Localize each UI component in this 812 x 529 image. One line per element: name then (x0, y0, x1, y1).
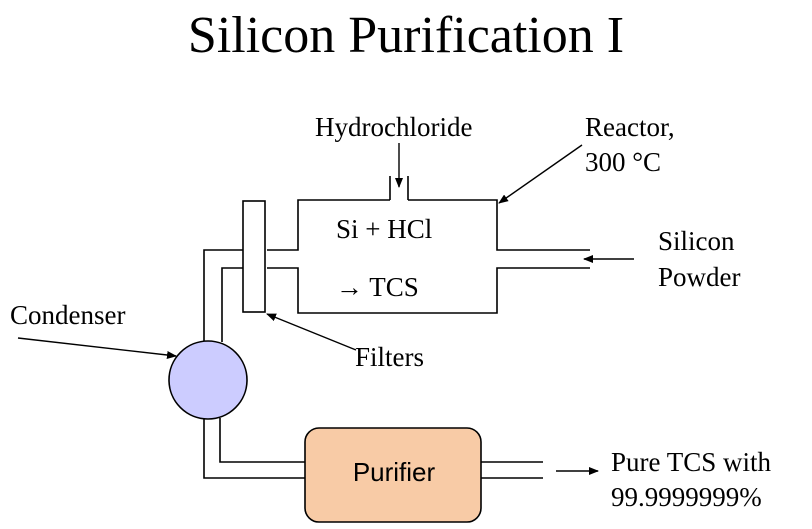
hydrochloride-label: Hydrochloride (315, 112, 473, 142)
reactor-label-line1: Reactor, (585, 112, 675, 142)
silicon-powder-label-line1: Silicon (658, 226, 735, 256)
reaction-equation-line2: → TCS (336, 272, 419, 302)
pipe-filter-to-condenser (203, 249, 243, 348)
condenser-label: Condenser (10, 300, 126, 330)
filters-pointer-arrow (266, 313, 357, 351)
reactor-pointer-arrow (498, 144, 583, 204)
slide-title: Silicon Purification I (187, 7, 625, 64)
pipe-condenser-to-purifier (203, 418, 305, 479)
filters-label: Filters (355, 342, 425, 372)
purifier-vessel (304, 427, 482, 523)
reactor-vessel (267, 176, 590, 314)
output-label-line1: Pure TCS with (611, 447, 772, 477)
pipe-purifier-outlet (481, 461, 543, 479)
reaction-equation-line1: Si + HCl (336, 214, 433, 244)
filter-element (242, 200, 266, 313)
condenser-pointer-arrow (17, 337, 177, 359)
purifier-label: Purifier (352, 457, 436, 487)
output-label-line2: 99.9999999% (611, 482, 762, 512)
reactor-label-line2: 300 °C (585, 147, 662, 177)
silicon-powder-label-line2: Powder (658, 262, 741, 292)
condenser-vessel (168, 340, 248, 420)
